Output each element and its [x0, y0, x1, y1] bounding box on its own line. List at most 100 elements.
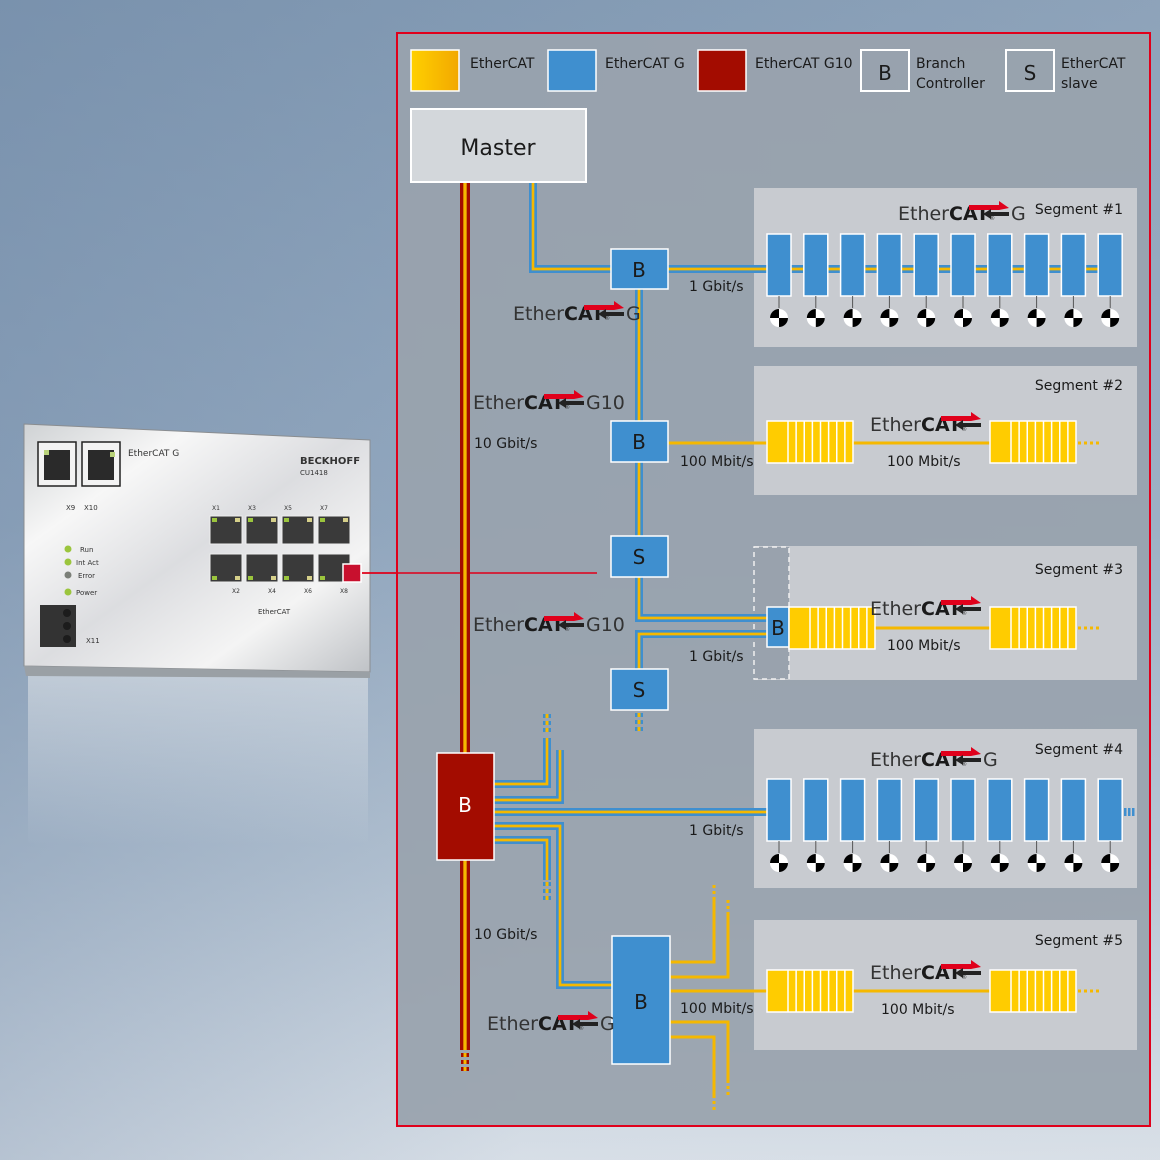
segment5-io-block-2: [989, 969, 1077, 1013]
device-port-led-green: [212, 576, 217, 580]
segment4-logo-suffix: G: [983, 749, 998, 771]
led-int-act: [64, 558, 72, 566]
ethercat-g-logo-b5-arrow-red: [558, 1011, 598, 1020]
speed-label-g10-bottom: 10 Gbit/s: [474, 927, 537, 943]
branch-controller-5[interactable]: [611, 935, 671, 1065]
segment1-drive-icon-q2: [779, 318, 788, 327]
branch-controller-1[interactable]: [610, 248, 669, 290]
device-base: [24, 666, 370, 678]
nodes: B B S S B B B: [436, 248, 790, 1065]
speed-labels: 10 Gbit/s 10 Gbit/s 1 Gbit/s 100 Mbit/s …: [474, 279, 961, 1018]
branch-controller-3-label: B: [771, 616, 785, 640]
ethercat-g-logo-b5-text: EtherCAT®: [487, 1013, 584, 1035]
device-brand: BECKHOFF: [300, 456, 360, 467]
segment1-slave: [950, 233, 976, 297]
device-reflection: [28, 675, 368, 845]
segment-devices: [766, 233, 1135, 1013]
device-port-led-yellow: [271, 576, 276, 580]
segment4-slave: [913, 778, 939, 842]
port-label-x9: X9: [66, 504, 75, 512]
led-power: [64, 588, 72, 596]
segment1-drive-icon-q2: [815, 318, 825, 327]
speed-label-seg5-link: 100 Mbit/s: [680, 1001, 754, 1017]
bg10-branch-down-2-continuation: [545, 889, 549, 893]
ethercat-g10-logo-mid-arrow-black: [558, 620, 584, 630]
device-port-led-yellow: [235, 518, 240, 522]
device-ethercat-logo: EtherCAT G: [128, 449, 179, 459]
legend-swatch-ethercat-g10: [697, 49, 747, 92]
ethercat-g-logo-b1-arrow-black: [598, 309, 624, 319]
segment1-drive-icon-q2: [926, 318, 936, 327]
segment4-drive-icon-q2: [1110, 863, 1120, 872]
g10-trunk-continuation: [463, 1060, 467, 1064]
ethercat-g10-logo-mid-arrow-red: [544, 612, 584, 621]
segment4-slave: [876, 778, 903, 842]
segment-titles: Segment #1 Segment #2 Segment #3 Segment…: [1035, 202, 1123, 949]
ethercat-slave-1-label: S: [633, 545, 646, 569]
device-port-led-green: [248, 576, 253, 580]
bg10-branch-up-1-continuation: [545, 721, 549, 725]
legend-label-branch-1: Branch: [916, 56, 965, 72]
segment1-slave: [987, 233, 1013, 297]
segment1-drive-icon-q1: [770, 309, 779, 318]
device-port-label: X1: [212, 505, 220, 512]
ethercat-slave-2[interactable]: [610, 668, 669, 711]
ethercat-slave-1[interactable]: [610, 535, 669, 578]
segment4-drive-icon-q1: [954, 854, 963, 863]
b5-branch-down-1: [670, 1020, 730, 1080]
segment1-drive-icon-q2: [1110, 318, 1120, 327]
segment4-drive-icon-q2: [963, 863, 972, 872]
speed-label-seg2-inner: 100 Mbit/s: [887, 454, 961, 470]
legend-label-ethercat-g: EtherCAT G: [605, 56, 685, 72]
segment1-drive-icon-q1: [954, 309, 963, 318]
ethercat-g-logo-b1: EtherCAT®G: [513, 301, 641, 325]
g10-trunk-continuation: [463, 1067, 467, 1071]
bg10-branch-up-2-core: [494, 750, 562, 802]
bg10-branch-up-1-core: [494, 738, 549, 786]
segment4-drive-icon-q1: [806, 854, 816, 863]
led-error: [64, 571, 72, 579]
led-run: [64, 545, 72, 553]
ethercat-g-logo-b1-arrow-red: [584, 301, 624, 310]
master-label: Master: [460, 136, 536, 161]
device-port-label: X5: [284, 505, 292, 512]
segment4-continuation: [1128, 808, 1131, 816]
speed-label-seg3-inner: 100 Mbit/s: [887, 638, 961, 654]
device-port-label: X4: [268, 588, 276, 595]
legend-label-slave-1: EtherCAT: [1061, 56, 1126, 72]
s2-continuation: [637, 713, 641, 717]
segment4-drive-icon-q2: [852, 863, 862, 872]
segment4-drive-icon-q1: [1064, 854, 1074, 863]
segment2-io-block-2: [989, 420, 1077, 464]
segment2-logo-arrow-red: [941, 412, 981, 421]
ethercat-g-logo-b1-suffix: G: [626, 303, 641, 325]
segment1-drive-icon-q1: [1064, 309, 1074, 318]
b5-branch-up-2: [670, 915, 730, 979]
led-label-int-act: Int Act: [76, 559, 99, 567]
segment1-drive-icon-q1: [1027, 309, 1037, 318]
legend-label-ethercat-g10: EtherCAT G10: [755, 56, 853, 72]
power-label: X11: [86, 637, 100, 645]
segment4-slave: [1060, 778, 1087, 842]
device-port-led-green: [212, 518, 217, 522]
ethercat-logos: EtherCAT®GEtherCAT®G10EtherCAT®G10EtherC…: [473, 201, 1026, 1035]
segment1-logo-arrow-black: [983, 209, 1009, 219]
ethercat-g10-logo-top: EtherCAT®G10: [473, 390, 625, 414]
segment4-continuation: [1124, 808, 1127, 816]
segment4-drive-icon-q1: [880, 854, 890, 863]
ethercat-g10-logo-top-arrow-red: [544, 390, 584, 399]
port-x10-jack: [88, 450, 114, 480]
legend-swatch-ethercat: [410, 49, 460, 92]
segment4-drive-icon-q1: [843, 854, 853, 863]
branch-controller-g10[interactable]: [436, 752, 495, 861]
device-port-led-green: [320, 576, 325, 580]
master-node[interactable]: [410, 108, 587, 183]
segment4-drive-icon-q2: [815, 863, 825, 872]
legend-letter-b: B: [878, 61, 892, 85]
branch-controller-2[interactable]: [610, 420, 669, 463]
s2-continuation: [637, 727, 641, 731]
ethercat-g10-logo-top-arrow-black: [558, 398, 584, 408]
device-port-led-green: [248, 518, 253, 522]
segment4-logo-arrow-black: [955, 755, 981, 765]
